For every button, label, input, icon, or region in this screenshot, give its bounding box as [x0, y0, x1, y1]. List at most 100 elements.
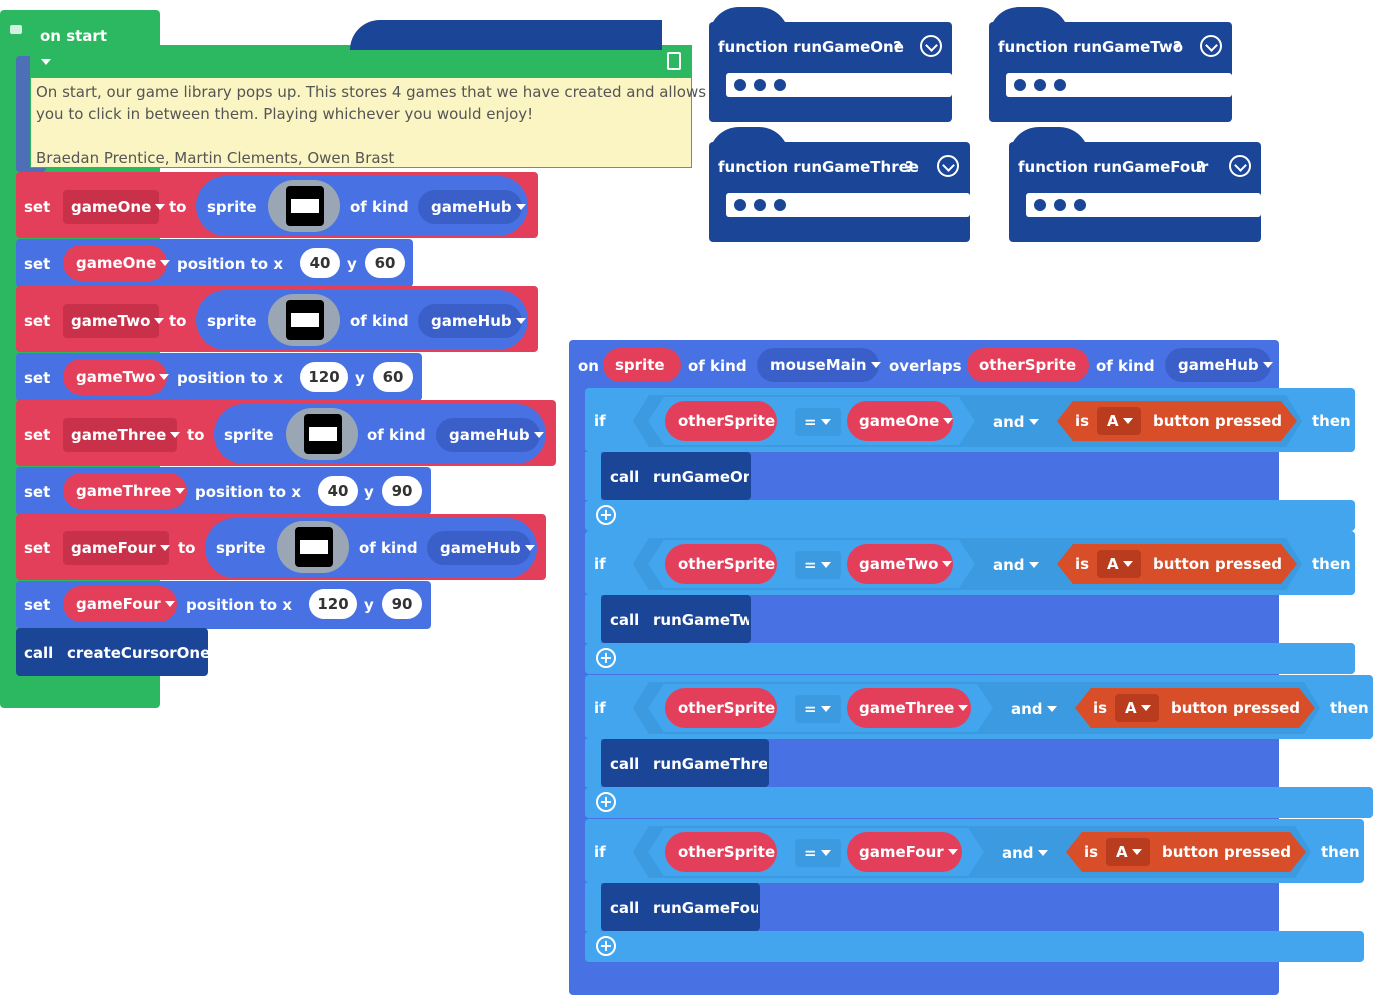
add-else-icon[interactable]: +	[596, 792, 616, 812]
x-input[interactable]: 40	[300, 248, 340, 278]
y-input[interactable]: 90	[382, 476, 422, 506]
comment-box[interactable]: On start, our game library pops up. This…	[30, 45, 706, 168]
set-label: set	[24, 483, 51, 501]
position-to-x-label: position to x	[177, 369, 284, 387]
collapse-chevron-icon[interactable]	[920, 35, 942, 57]
kind-dropdown-gamehub[interactable]: gameHub	[418, 304, 526, 338]
collapse-chevron-icon[interactable]	[1200, 35, 1222, 57]
equals-dropdown[interactable]: =	[795, 839, 841, 867]
y-input[interactable]: 60	[373, 362, 413, 392]
trash-icon[interactable]	[667, 52, 681, 70]
target-var-dropdown[interactable]: gameThree	[847, 688, 971, 728]
target-var-dropdown[interactable]: gameTwo	[847, 544, 953, 584]
var-dropdown-gameone[interactable]: gameOne	[63, 190, 166, 224]
chevron-down-icon	[870, 362, 881, 368]
dots-icon[interactable]	[734, 79, 746, 91]
y-input[interactable]: 90	[382, 589, 422, 619]
add-else-icon[interactable]: +	[596, 648, 616, 668]
and-dropdown[interactable]: and	[1003, 695, 1067, 723]
othersprite-var-pill[interactable]: otherSprite	[967, 348, 1089, 382]
set-label: set	[24, 198, 51, 216]
then-label: then	[1312, 555, 1351, 573]
comment-icon[interactable]	[10, 25, 22, 34]
if-footer	[585, 787, 1373, 818]
equals-dropdown[interactable]: =	[795, 695, 841, 723]
of-kind-label: of kind	[359, 539, 418, 557]
target-var-dropdown[interactable]: gameOne	[847, 401, 954, 441]
then-label: then	[1321, 843, 1360, 861]
function-rungameone-block[interactable]	[709, 22, 952, 122]
x-input[interactable]: 120	[309, 589, 357, 619]
var-dropdown-gamethree[interactable]: gameThree	[63, 418, 181, 452]
othersprite-pill[interactable]: otherSprite	[665, 544, 777, 584]
function-rungamefour-block[interactable]	[1009, 142, 1261, 242]
dots-icon[interactable]	[734, 199, 746, 211]
is-label: is	[1084, 843, 1099, 861]
sprite-image-picker[interactable]	[277, 521, 349, 573]
x-input[interactable]: 40	[318, 476, 358, 506]
if-label: if	[594, 699, 606, 717]
y-label: y	[364, 596, 374, 614]
collapse-chevron-icon[interactable]	[937, 155, 959, 177]
var-pill-gamethree[interactable]: gameThree	[63, 473, 187, 509]
call-rungamefour-block[interactable]	[601, 883, 760, 931]
and-dropdown[interactable]: and	[994, 839, 1058, 867]
and-dropdown[interactable]: and	[985, 408, 1049, 436]
collapse-chevron-icon[interactable]	[1229, 155, 1251, 177]
button-dropdown-a[interactable]: A	[1097, 550, 1141, 578]
var-pill-gamefour[interactable]: gameFour	[63, 586, 177, 622]
chevron-down-icon	[1122, 561, 1133, 567]
add-else-icon[interactable]: +	[596, 505, 616, 525]
button-dropdown-a[interactable]: A	[1097, 407, 1141, 435]
x-input[interactable]: 120	[300, 362, 348, 392]
kind-dropdown-gamehub[interactable]: gameHub	[427, 531, 535, 565]
sprite-image-picker[interactable]	[268, 180, 340, 232]
function-rungametwo-block[interactable]	[989, 22, 1232, 122]
function-label: function runGameThree	[718, 158, 919, 176]
call-rungameone-block[interactable]	[601, 452, 751, 500]
button-dropdown-a[interactable]: A	[1115, 694, 1159, 722]
var-pill-gametwo[interactable]: gameTwo	[63, 359, 170, 395]
add-else-icon[interactable]: +	[596, 936, 616, 956]
and-dropdown[interactable]: and	[985, 551, 1049, 579]
kind-dropdown-gamehub[interactable]: gameHub	[418, 190, 526, 224]
function-rungamethree-block[interactable]	[709, 142, 970, 242]
sprite-image-picker[interactable]	[268, 294, 340, 346]
target-var-dropdown[interactable]: gameFour	[847, 832, 962, 872]
function-label: function runGameTwo	[998, 38, 1184, 56]
dots-icon[interactable]	[1014, 79, 1026, 91]
var-dropdown-gametwo[interactable]: gameTwo	[63, 304, 165, 338]
hidden-function-block[interactable]	[350, 20, 662, 50]
othersprite-pill[interactable]: otherSprite	[665, 401, 777, 441]
comment-header[interactable]	[31, 46, 691, 78]
var-pill-gameone[interactable]: gameOne	[63, 245, 171, 281]
call-rungamethree-block[interactable]	[601, 739, 769, 787]
chevron-down-icon	[533, 432, 544, 438]
kind-dropdown-gamehub[interactable]: gameHub	[1165, 348, 1273, 382]
othersprite-pill[interactable]: otherSprite	[665, 688, 777, 728]
overlaps-label: overlaps	[889, 357, 962, 375]
chevron-down-icon	[1122, 418, 1133, 424]
equals-dropdown[interactable]: =	[795, 551, 841, 579]
comment-collapse-icon[interactable]	[41, 59, 51, 65]
chevron-down-icon	[164, 601, 175, 607]
equals-dropdown[interactable]: =	[795, 408, 841, 436]
then-label: then	[1330, 699, 1369, 717]
call-rungametwo-block[interactable]	[601, 595, 751, 643]
on-start-label: on start	[40, 27, 107, 45]
call-label: call	[24, 644, 54, 662]
position-to-x-label: position to x	[195, 483, 302, 501]
othersprite-pill[interactable]: otherSprite	[665, 832, 777, 872]
dots-icon[interactable]	[1034, 199, 1046, 211]
function-help: ?	[1173, 38, 1182, 56]
kind-dropdown-mousemain[interactable]: mouseMain	[757, 348, 881, 382]
kind-dropdown-gamehub[interactable]: gameHub	[436, 418, 544, 452]
call-createcursorone-block[interactable]	[16, 628, 208, 676]
var-dropdown-gamefour[interactable]: gameFour	[63, 531, 170, 565]
button-dropdown-a[interactable]: A	[1106, 838, 1150, 866]
y-input[interactable]: 60	[365, 248, 405, 278]
sprite-image-picker[interactable]	[286, 408, 358, 460]
call-function-name: runGameOne	[653, 468, 749, 486]
of-kind-label: of kind	[688, 357, 747, 375]
sprite-var-pill[interactable]: sprite	[603, 348, 681, 382]
